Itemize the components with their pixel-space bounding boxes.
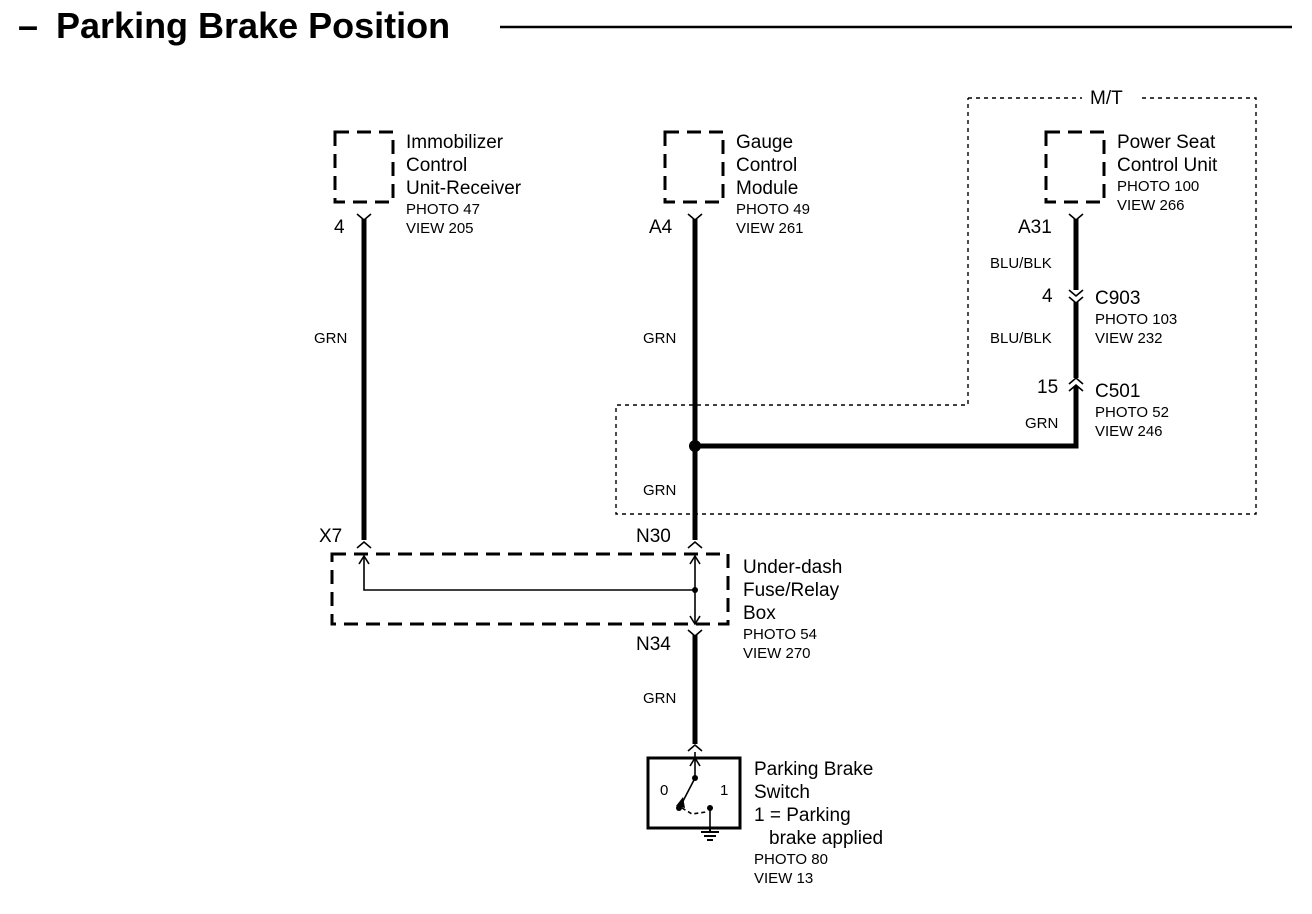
switch-photo: PHOTO 80	[754, 851, 828, 868]
seat-wire-lower	[695, 386, 1079, 449]
wire-immobilizer: GRN	[314, 213, 372, 549]
mt-region-outline	[615, 97, 1257, 515]
n34-pin: N34	[636, 634, 671, 655]
gauge-pin: A4	[649, 217, 673, 238]
gauge-lower-wire-color: GRN	[643, 482, 676, 499]
c501-view: VIEW 246	[1095, 423, 1163, 440]
gauge-photo: PHOTO 49	[736, 201, 810, 218]
fuse-internal-n30-arrow	[689, 554, 701, 565]
ground-icon	[701, 828, 719, 841]
gauge-wire-color: GRN	[643, 330, 676, 347]
gauge-name-2: Control	[736, 155, 797, 176]
switch-name-2: Switch	[754, 782, 810, 803]
fuse-box-view: VIEW 270	[743, 645, 811, 662]
power-seat-photo: PHOTO 100	[1117, 178, 1199, 195]
immobilizer-view: VIEW 205	[406, 220, 474, 237]
c501-pin: 15	[1037, 377, 1058, 398]
fuse-box-component: X7 N30 N34 Under-dash Fuse/Relay Box PHO…	[319, 526, 842, 662]
gauge-component: Gauge Control Module PHOTO 49 VIEW 261 A…	[649, 130, 810, 238]
c903-pin: 4	[1042, 286, 1053, 307]
wire-gauge: GRN GRN	[643, 213, 703, 549]
switch-box	[646, 756, 742, 830]
fuse-internal-x7-arrow	[358, 554, 370, 565]
switch-name-1: Parking Brake	[754, 759, 873, 780]
c501-connector: 15 C501 PHOTO 52 VIEW 246	[1037, 377, 1169, 440]
switch-internal-arrow	[689, 756, 701, 767]
immobilizer-wire-color: GRN	[314, 330, 347, 347]
page-title: Parking Brake Position	[56, 5, 450, 46]
switch-pos-1: 1	[720, 782, 728, 799]
mt-label: M/T	[1090, 88, 1123, 109]
wire-switch: GRN	[643, 629, 703, 752]
seat-grn-wire-color: GRN	[1025, 415, 1058, 432]
c903-connector: 4 C903 PHOTO 103 VIEW 232	[1042, 286, 1177, 347]
immobilizer-box	[333, 130, 395, 204]
power-seat-name-1: Power Seat	[1117, 132, 1216, 153]
seat-lower-wire-color: BLU/BLK	[990, 330, 1052, 347]
seat-upper-wire-color: BLU/BLK	[990, 255, 1052, 272]
c501-connector-symbol	[1068, 376, 1084, 392]
c903-name: C903	[1095, 288, 1140, 309]
switch-name-4: brake applied	[769, 828, 883, 849]
fuse-box-name-3: Box	[743, 603, 776, 624]
switch-view: VIEW 13	[754, 870, 813, 887]
power-seat-view: VIEW 266	[1117, 197, 1185, 214]
immobilizer-photo: PHOTO 47	[406, 201, 480, 218]
power-seat-box	[1044, 130, 1106, 204]
fuse-internal-n34-arrow	[689, 615, 701, 626]
power-seat-name-2: Control Unit	[1117, 155, 1218, 176]
wire-power-seat: BLU/BLK BLU/BLK GRN	[695, 213, 1084, 449]
gauge-name-1: Gauge	[736, 132, 793, 153]
switch-pin-terminal	[687, 743, 703, 752]
immobilizer-pin: 4	[334, 217, 345, 238]
parking-brake-switch: 0 1 Parking Brake Switch 1 = Parking bra…	[646, 752, 883, 887]
switch-wire-color: GRN	[643, 690, 676, 707]
fuse-box-name-1: Under-dash	[743, 557, 842, 578]
immobilizer-name-2: Control	[406, 155, 467, 176]
c501-photo: PHOTO 52	[1095, 404, 1169, 421]
x7-pin: X7	[319, 526, 342, 547]
fuse-internal-x7	[363, 556, 695, 591]
switch-left-contact	[676, 805, 682, 811]
fuse-box-photo: PHOTO 54	[743, 626, 817, 643]
gauge-box	[663, 130, 725, 204]
gauge-name-3: Module	[736, 178, 798, 199]
c501-name: C501	[1095, 381, 1140, 402]
x7-pin-terminal	[356, 540, 372, 549]
title-dash: –	[18, 5, 38, 46]
immobilizer-name-3: Unit-Receiver	[406, 178, 522, 199]
n30-pin: N30	[636, 526, 671, 547]
c903-connector-symbol	[1068, 289, 1084, 305]
power-seat-pin: A31	[1018, 217, 1052, 238]
switch-pos-0: 0	[660, 782, 668, 799]
switch-name-3: 1 = Parking	[754, 805, 851, 826]
gauge-view: VIEW 261	[736, 220, 804, 237]
fuse-internal-junction	[692, 587, 698, 593]
power-seat-component: Power Seat Control Unit PHOTO 100 VIEW 2…	[1018, 130, 1218, 238]
immobilizer-component: Immobilizer Control Unit-Receiver PHOTO …	[333, 130, 522, 238]
switch-dashed-link	[681, 807, 707, 815]
c903-photo: PHOTO 103	[1095, 311, 1177, 328]
n30-pin-terminal	[687, 540, 703, 549]
c903-view: VIEW 232	[1095, 330, 1163, 347]
fuse-box-name-2: Fuse/Relay	[743, 580, 840, 601]
immobilizer-name-1: Immobilizer	[406, 132, 504, 153]
fuse-box-outline	[330, 552, 730, 626]
